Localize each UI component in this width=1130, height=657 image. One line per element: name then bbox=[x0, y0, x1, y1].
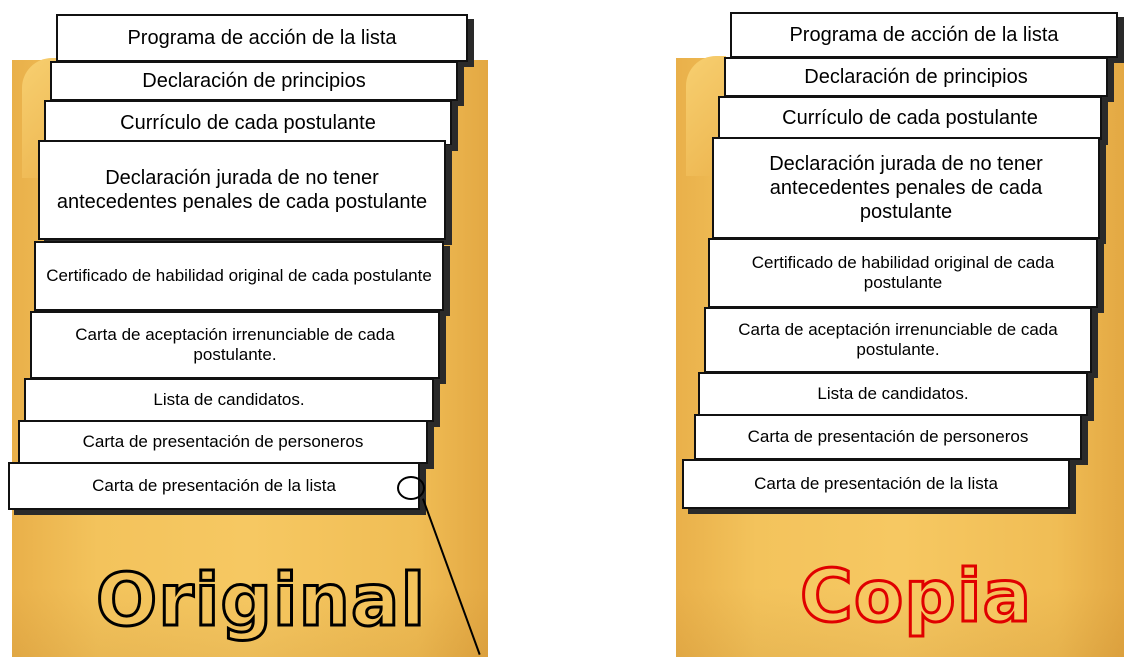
original-card-9: Carta de presentación de la lista bbox=[8, 462, 420, 510]
copy-card-2-label: Declaración de principios bbox=[804, 66, 1028, 88]
original-card-2: Declaración de principios bbox=[50, 61, 458, 101]
copy-card-6-label: Carta de aceptación irrenunciable de cad… bbox=[738, 319, 1058, 359]
original-card-3-label: Currículo de cada postulante bbox=[120, 112, 376, 134]
original-label: Original bbox=[94, 557, 427, 644]
original-card-7-label: Lista de candidatos. bbox=[153, 389, 305, 409]
original-card-8-label: Carta de presentación de personeros bbox=[82, 431, 364, 451]
original-card-7: Lista de candidatos. bbox=[24, 378, 434, 422]
original-card-4-label: Declaración jurada de no tener anteceden… bbox=[56, 167, 428, 213]
copy-card-3: Currículo de cada postulante bbox=[718, 96, 1102, 140]
copy-card-9: Carta de presentación de la lista bbox=[682, 459, 1070, 509]
original-card-4: Declaración jurada de no tener anteceden… bbox=[38, 140, 446, 240]
copy-card-7-label: Lista de candidatos. bbox=[817, 383, 969, 403]
original-card-6-label: Carta de aceptación irrenunciable de cad… bbox=[75, 324, 395, 364]
copy-card-8: Carta de presentación de personeros bbox=[694, 414, 1082, 460]
copy-card-1-label: Programa de acción de la lista bbox=[789, 24, 1059, 46]
original-card-2-label: Declaración de principios bbox=[142, 70, 366, 92]
copy-card-6: Carta de aceptación irrenunciable de cad… bbox=[704, 307, 1092, 373]
copy-label: Copia bbox=[798, 553, 1033, 640]
copy-card-4-label: Declaración jurada de no tener anteceden… bbox=[769, 153, 1043, 223]
copy-card-3-label: Currículo de cada postulante bbox=[782, 107, 1038, 129]
copy-card-1: Programa de acción de la lista bbox=[730, 12, 1118, 58]
original-card-5: Certificado de habilidad original de cad… bbox=[34, 241, 444, 311]
original-card-8: Carta de presentación de personeros bbox=[18, 420, 428, 464]
original-card-6: Carta de aceptación irrenunciable de cad… bbox=[30, 311, 440, 379]
original-card-1-label: Programa de acción de la lista bbox=[127, 27, 397, 49]
copy-card-8-label: Carta de presentación de personeros bbox=[747, 426, 1029, 446]
original-card-5-label: Certificado de habilidad original de cad… bbox=[46, 265, 432, 285]
copy-card-4: Declaración jurada de no tener anteceden… bbox=[712, 137, 1100, 239]
original-card-9-label: Carta de presentación de la lista bbox=[92, 475, 336, 495]
copy-card-7: Lista de candidatos. bbox=[698, 372, 1088, 416]
copy-card-2: Declaración de principios bbox=[724, 57, 1108, 97]
original-card-1: Programa de acción de la lista bbox=[56, 14, 468, 62]
copy-card-9-label: Carta de presentación de la lista bbox=[754, 473, 998, 493]
copy-card-5-label: Certificado de habilidad original de cad… bbox=[751, 252, 1055, 292]
zoom-circle bbox=[397, 476, 425, 500]
copy-card-5: Certificado de habilidad original de cad… bbox=[708, 238, 1098, 308]
